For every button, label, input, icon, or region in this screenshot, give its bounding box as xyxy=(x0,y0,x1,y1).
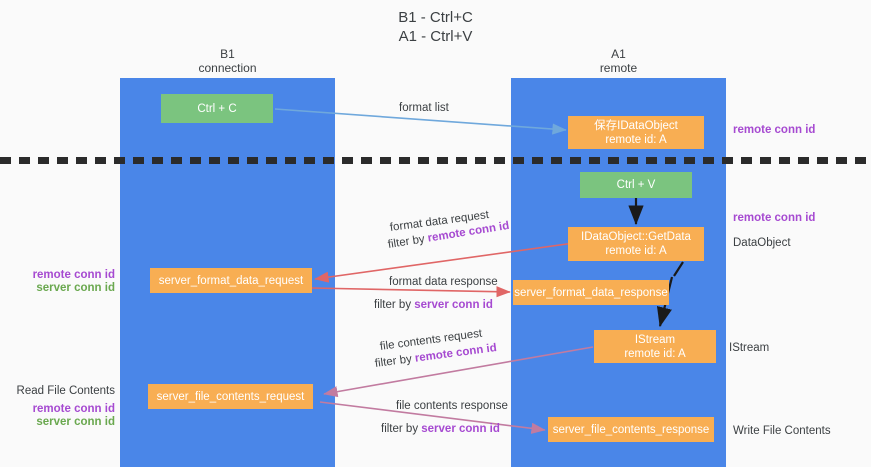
node-idataobject-getdata[interactable]: IDataObject::GetData remote id: A xyxy=(568,227,704,261)
edge-label-format-data-response-text: format data response xyxy=(389,276,498,288)
column-header-b1-name: B1 xyxy=(220,47,235,61)
filter-by-prefix-4: filter by xyxy=(381,423,422,435)
node-ctrl-c-label: Ctrl + C xyxy=(197,102,237,115)
edge-label-format-data-response: format data response xyxy=(389,275,498,289)
column-header-b1-sub: connection xyxy=(198,61,257,75)
column-header-b1: B1 connection xyxy=(120,47,335,75)
side-label-write-file-contents: Write File Contents xyxy=(733,424,831,438)
edge-label-file-contents-response-text: file contents response xyxy=(396,400,508,412)
node-save-idataobject-line1: 保存IDataObject xyxy=(594,119,678,132)
filter-by-prefix-3: filter by xyxy=(374,352,416,370)
side-label-left-server-conn-id-1: server conn id xyxy=(0,281,115,295)
node-getdata-line1: IDataObject::GetData xyxy=(581,231,691,243)
filter-by-key-4: server conn id xyxy=(421,423,500,435)
node-save-idataobject-line2: remote id: A xyxy=(605,133,667,146)
side-label-remote-conn-id-top: remote conn id xyxy=(733,123,815,137)
node-ctrl-v-label: Ctrl + V xyxy=(616,179,656,191)
side-label-read-file-contents-text: Read File Contents xyxy=(16,385,115,397)
side-label-istream: IStream xyxy=(729,341,769,355)
filter-by-prefix-1: filter by xyxy=(387,232,429,251)
edge-label-format-list-text: format list xyxy=(399,102,449,114)
section-divider-dashed xyxy=(0,157,871,164)
node-server-file-contents-response-label: server_file_contents_response xyxy=(552,423,710,436)
title-line-1: B1 - Ctrl+C xyxy=(398,9,473,26)
node-getdata-line2: remote id: A xyxy=(605,245,667,257)
node-server-format-data-response[interactable]: server_format_data_response xyxy=(513,280,669,305)
diagram-title: B1 - Ctrl+C A1 - Ctrl+V xyxy=(0,8,871,46)
node-ctrl-v[interactable]: Ctrl + V xyxy=(580,172,692,198)
title-line-2: A1 - Ctrl+V xyxy=(398,28,473,45)
node-server-file-contents-response[interactable]: server_file_contents_response xyxy=(548,417,714,442)
filter-by-key-2: server conn id xyxy=(414,299,493,311)
side-label-left-server-conn-id-1-text: server conn id xyxy=(36,282,115,294)
node-server-file-contents-request-label: server_file_contents_request xyxy=(156,390,305,403)
side-label-left-remote-conn-id-2-text: remote conn id xyxy=(32,403,115,415)
node-server-format-data-request-label: server_format_data_request xyxy=(158,274,304,287)
filter-by-prefix-2: filter by xyxy=(374,299,415,311)
edge-label-filter-server-conn-id-2: filter by server conn id xyxy=(374,298,493,312)
column-header-a1-sub: remote xyxy=(599,61,638,75)
node-save-idataobject[interactable]: 保存IDataObject remote id: A xyxy=(568,116,704,149)
node-server-file-contents-request[interactable]: server_file_contents_request xyxy=(148,384,313,409)
side-label-left-remote-conn-id-1-text: remote conn id xyxy=(32,269,115,281)
node-istream-line1: IStream xyxy=(634,333,676,346)
side-label-write-file-contents-text: Write File Contents xyxy=(733,425,831,437)
side-label-left-remote-conn-id-1: remote conn id xyxy=(0,268,115,282)
edge-label-file-contents-response: file contents response xyxy=(396,399,508,413)
edge-label-filter-server-conn-id-4: filter by server conn id xyxy=(381,422,500,436)
side-label-remote-conn-id-top-text: remote conn id xyxy=(733,124,816,136)
side-label-istream-text: IStream xyxy=(729,342,770,354)
side-label-dataobject-text: DataObject xyxy=(733,237,791,249)
node-istream[interactable]: IStream remote id: A xyxy=(594,330,716,363)
side-label-dataobject: DataObject xyxy=(733,236,791,250)
side-label-read-file-contents: Read File Contents xyxy=(0,384,115,398)
side-label-left-server-conn-id-2-text: server conn id xyxy=(36,416,115,428)
edge-label-format-list: format list xyxy=(399,101,449,115)
node-server-format-data-response-label: server_format_data_response xyxy=(514,286,668,299)
side-label-left-server-conn-id-2: server conn id xyxy=(0,415,115,429)
side-label-left-remote-conn-id-2: remote conn id xyxy=(0,402,115,416)
node-ctrl-c[interactable]: Ctrl + C xyxy=(161,94,273,123)
node-istream-line2: remote id: A xyxy=(624,347,686,360)
column-header-a1-name: A1 xyxy=(611,47,626,61)
side-label-remote-conn-id-mid-text: remote conn id xyxy=(733,212,816,224)
column-header-a1: A1 remote xyxy=(511,47,726,75)
side-label-remote-conn-id-mid: remote conn id xyxy=(733,211,815,225)
node-server-format-data-request[interactable]: server_format_data_request xyxy=(150,268,312,293)
